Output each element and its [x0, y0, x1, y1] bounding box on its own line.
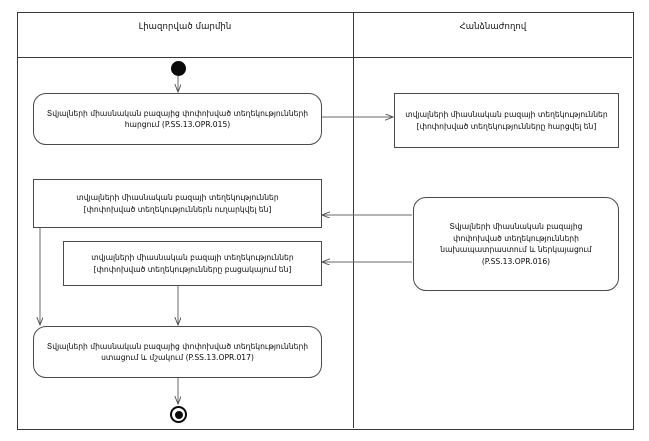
action-node-opr-016-text: Տվյալների միասնական բազայից փոփոխված տեղ… — [433, 221, 598, 267]
line: Տվյալների միասնական բազայից փոփոխված տեղ… — [46, 108, 309, 118]
line: տվյալների միասնական բազայի տեղեկությունն… — [91, 253, 294, 262]
initial-node — [171, 61, 186, 76]
swimlane-frame — [17, 12, 634, 430]
action-node-opr-015[interactable]: Տվյալների միասնական բազայից փոփոխված տեղ… — [33, 93, 322, 145]
line: հարցում (P.SS.13.OPR.015) — [124, 120, 231, 129]
line: տվյալների միասնական բազայի տեղեկությունն… — [76, 193, 279, 202]
object-node-absent[interactable]: տվյալների միասնական բազայի տեղեկությունն… — [63, 241, 322, 286]
object-node-sent-text: տվյալների միասնական բազայի տեղեկությունն… — [69, 192, 285, 215]
action-node-opr-017[interactable]: Տվյալների միասնական բազայից փոփոխված տեղ… — [33, 326, 322, 378]
line: [փոփոխված տեղեկությունները բացակայում են… — [93, 264, 292, 274]
line: տվյալների միասնական բազայի տեղեկությունն… — [405, 110, 608, 119]
action-node-opr-017-text: Տվյալների միասնական բազայից փոփոխված տեղ… — [40, 341, 315, 364]
action-node-opr-016[interactable]: Տվյալների միասնական բազայից փոփոխված տեղ… — [413, 197, 619, 291]
object-node-sent[interactable]: տվյալների միասնական բազայի տեղեկությունն… — [33, 179, 322, 228]
object-node-requested-text: տվյալների միասնական բազայի տեղեկությունն… — [398, 109, 614, 132]
line: նախապատրաստում և ներկայացում — [440, 245, 592, 254]
line: փոփոխված տեղեկությունների — [453, 233, 579, 243]
line: (P.SS.13.OPR.016) — [481, 256, 551, 266]
line: ստացում և մշակում (P.SS.13.OPR.017) — [101, 353, 254, 362]
lane-header-divider — [17, 57, 632, 58]
line: Տվյալների միասնական բազայից փոփոխված տեղ… — [46, 341, 309, 351]
object-node-absent-text: տվյալների միասնական բազայի տեղեկությունն… — [84, 252, 300, 275]
lane-title-left: Լիազորված մարմին — [138, 22, 232, 32]
final-node — [170, 406, 187, 423]
line: [փոփոխված տեղեկությունները հարցվել են] — [416, 121, 597, 131]
line: [փոփոխված տեղեկություններն ուղարկվել են] — [83, 204, 272, 214]
lane-title-right: Հանձնաժողով — [459, 22, 527, 32]
action-node-opr-015-text: Տվյալների միասնական բազայից փոփոխված տեղ… — [40, 108, 315, 131]
object-node-requested[interactable]: տվյալների միասնական բազայի տեղեկությունն… — [394, 93, 619, 148]
lane-vertical-divider — [353, 12, 354, 428]
line: Տվյալների միասնական բազայից — [449, 222, 583, 231]
